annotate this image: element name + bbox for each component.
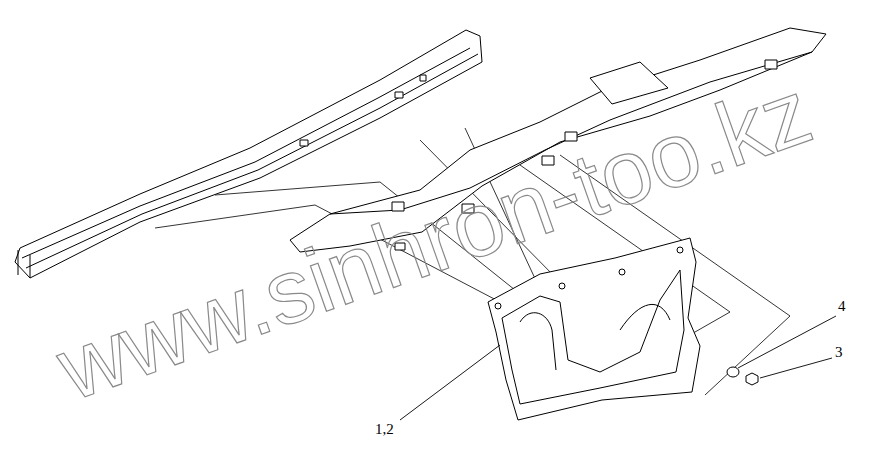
leader-line [738,316,836,368]
nut [746,373,758,385]
watermark: www.sinhron-too.kz [47,65,822,415]
callout-number: 3 [835,345,843,360]
heat-shield [488,238,700,420]
leader-line [400,345,500,420]
leader-line [760,358,832,378]
callout-number: 1,2 [375,422,394,437]
washer [727,367,739,377]
callout-number: 4 [838,299,846,314]
